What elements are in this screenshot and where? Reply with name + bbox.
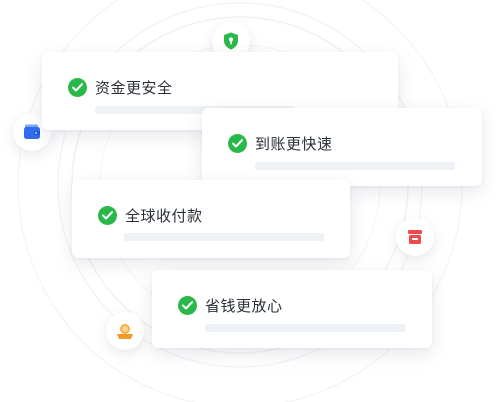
placeholder-bar [255,162,455,170]
check-circle-icon [228,134,247,153]
cash-register-bubble [396,218,434,256]
cash-register-icon [408,230,422,244]
piggy-coin-icon [117,324,133,339]
check-circle-icon [68,78,87,97]
wallet-icon [24,124,40,139]
feature-row: 资金更安全 [68,77,173,98]
feature-card: 全球收付款 [72,180,350,258]
piggy-coin-bubble [106,312,144,350]
feature-card: 省钱更放心 [152,270,432,348]
feature-label: 省钱更放心 [205,297,283,315]
feature-label: 全球收付款 [125,207,203,225]
feature-card: 到账更快速 [202,108,482,186]
check-circle-icon [98,206,117,225]
feature-row: 全球收付款 [98,205,203,226]
feature-label: 资金更安全 [95,79,173,97]
feature-row: 到账更快速 [228,133,333,154]
placeholder-bar [95,106,295,114]
feature-label: 到账更快速 [255,135,333,153]
placeholder-bar [205,324,405,332]
placeholder-bar [124,233,324,241]
feature-row: 省钱更放心 [178,295,283,316]
check-circle-icon [178,296,197,315]
shield-lock-icon [224,32,238,50]
